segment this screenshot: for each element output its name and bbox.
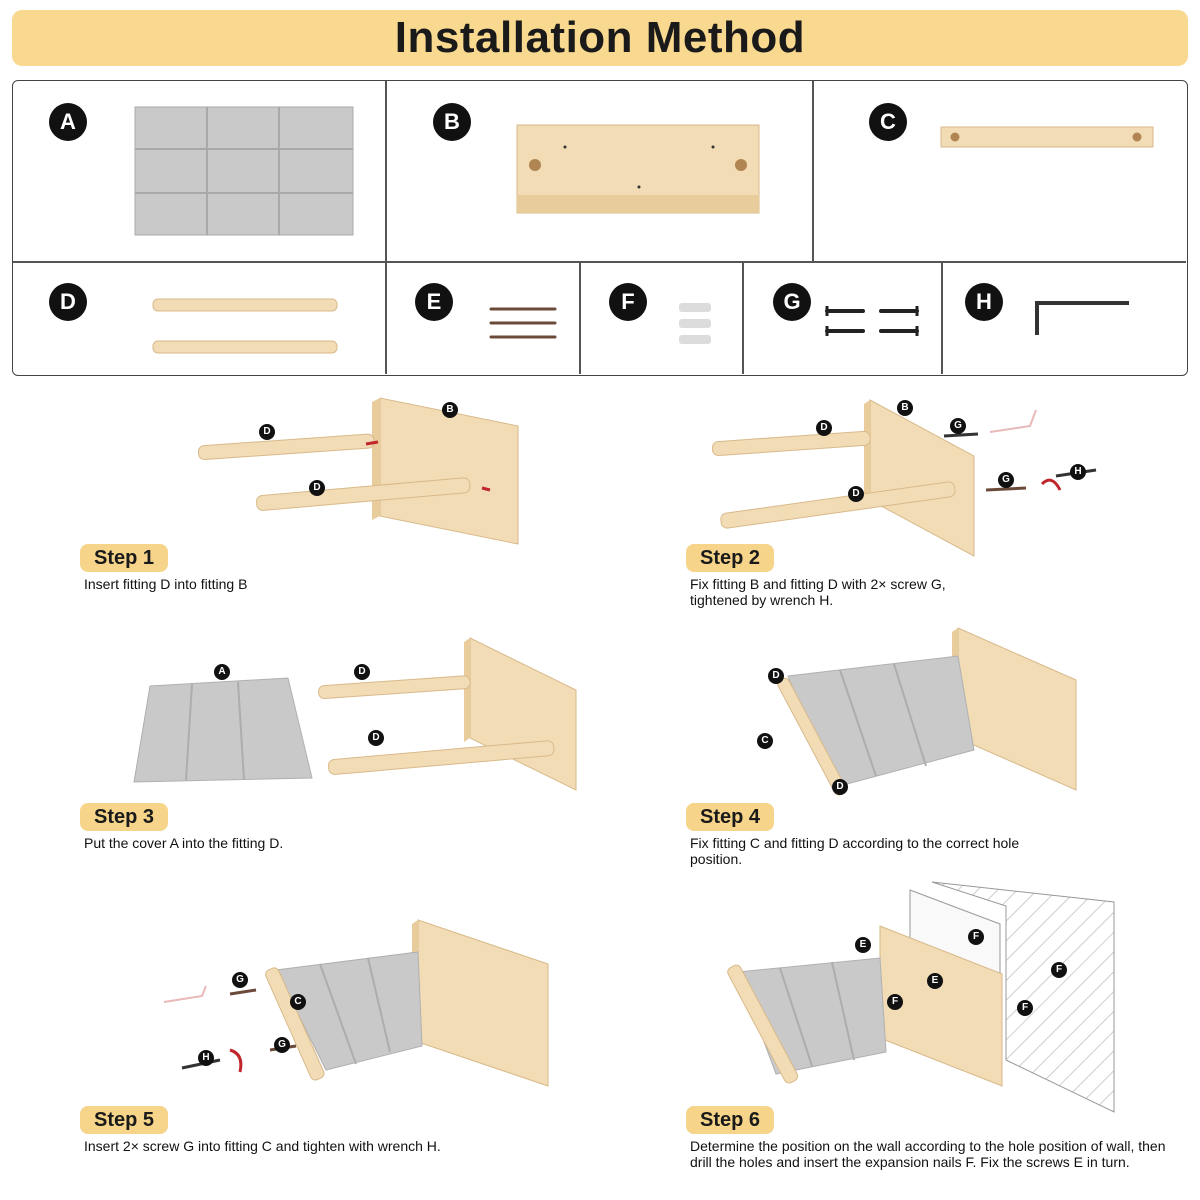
part-badge-d: D xyxy=(49,283,87,321)
callout: D xyxy=(309,480,325,496)
grid-divider xyxy=(385,81,387,374)
part-badge-e: E xyxy=(415,283,453,321)
callout: G xyxy=(998,472,1014,488)
step3-diagram xyxy=(133,637,577,791)
callout: D xyxy=(848,486,864,502)
callout: B xyxy=(442,402,458,418)
step-instruction: Insert fitting D into fitting B xyxy=(84,576,248,592)
step-instruction: Fix fitting B and fitting D with 2× scre… xyxy=(690,576,946,608)
part-badge-a: A xyxy=(49,103,87,141)
part-a-cushion-image xyxy=(134,106,354,236)
callout: A xyxy=(214,664,230,680)
callout: D xyxy=(832,779,848,795)
step-label: Step 4 xyxy=(686,803,775,831)
step-instruction: Put the cover A into the fitting D. xyxy=(84,835,284,851)
title-banner: Installation Method xyxy=(12,10,1188,66)
step6-diagram xyxy=(727,881,1115,1113)
callout: C xyxy=(290,994,306,1010)
part-g-bolts-image xyxy=(825,306,919,336)
step-label: Step 1 xyxy=(80,544,169,572)
grid-divider xyxy=(579,261,581,374)
callout: F xyxy=(887,994,903,1010)
callout: H xyxy=(1070,464,1086,480)
callout: D xyxy=(368,730,384,746)
grid-divider xyxy=(13,261,1186,263)
part-badge-f: F xyxy=(609,283,647,321)
part-badge-c: C xyxy=(869,103,907,141)
callout: D xyxy=(354,664,370,680)
callout: F xyxy=(1051,962,1067,978)
page-title: Installation Method xyxy=(394,13,806,62)
part-d-dowels-image xyxy=(152,298,338,354)
step-instruction: Fix fitting C and fitting D according to… xyxy=(690,835,1020,867)
step-label: Step 3 xyxy=(80,803,169,831)
step-label: Step 5 xyxy=(80,1106,169,1134)
callout: F xyxy=(1017,1000,1033,1016)
callout: D xyxy=(768,668,784,684)
part-badge-b: B xyxy=(433,103,471,141)
callout: D xyxy=(816,420,832,436)
callout: F xyxy=(968,929,984,945)
callout: G xyxy=(232,972,248,988)
step5-diagram xyxy=(163,919,549,1087)
hex-wrench-icon xyxy=(1035,301,1129,335)
callout: H xyxy=(198,1050,214,1066)
part-f-anchors-image xyxy=(679,303,711,344)
parts-grid: A B C D E F G xyxy=(12,80,1188,376)
part-c-bar-image xyxy=(940,126,1154,148)
callout: G xyxy=(950,418,966,434)
step-label: Step 6 xyxy=(686,1106,775,1134)
callout: E xyxy=(927,973,943,989)
step-instruction: Determine the position on the wall accor… xyxy=(690,1138,1166,1170)
part-b-board-image xyxy=(516,124,760,214)
part-e-screws-image xyxy=(489,307,557,339)
grid-divider xyxy=(812,81,814,261)
step-instruction: Insert 2× screw G into fitting C and tig… xyxy=(84,1138,441,1154)
step4-diagram xyxy=(777,627,1077,796)
callout: D xyxy=(259,424,275,440)
callout: G xyxy=(274,1037,290,1053)
step-label: Step 2 xyxy=(686,544,775,572)
step2-diagram xyxy=(711,399,1097,557)
callout: C xyxy=(757,733,773,749)
grid-divider xyxy=(742,261,744,374)
callout: E xyxy=(855,937,871,953)
step1-diagram xyxy=(197,397,519,545)
callout: B xyxy=(897,400,913,416)
part-badge-g: G xyxy=(773,283,811,321)
part-badge-h: H xyxy=(965,283,1003,321)
grid-divider xyxy=(941,261,943,374)
